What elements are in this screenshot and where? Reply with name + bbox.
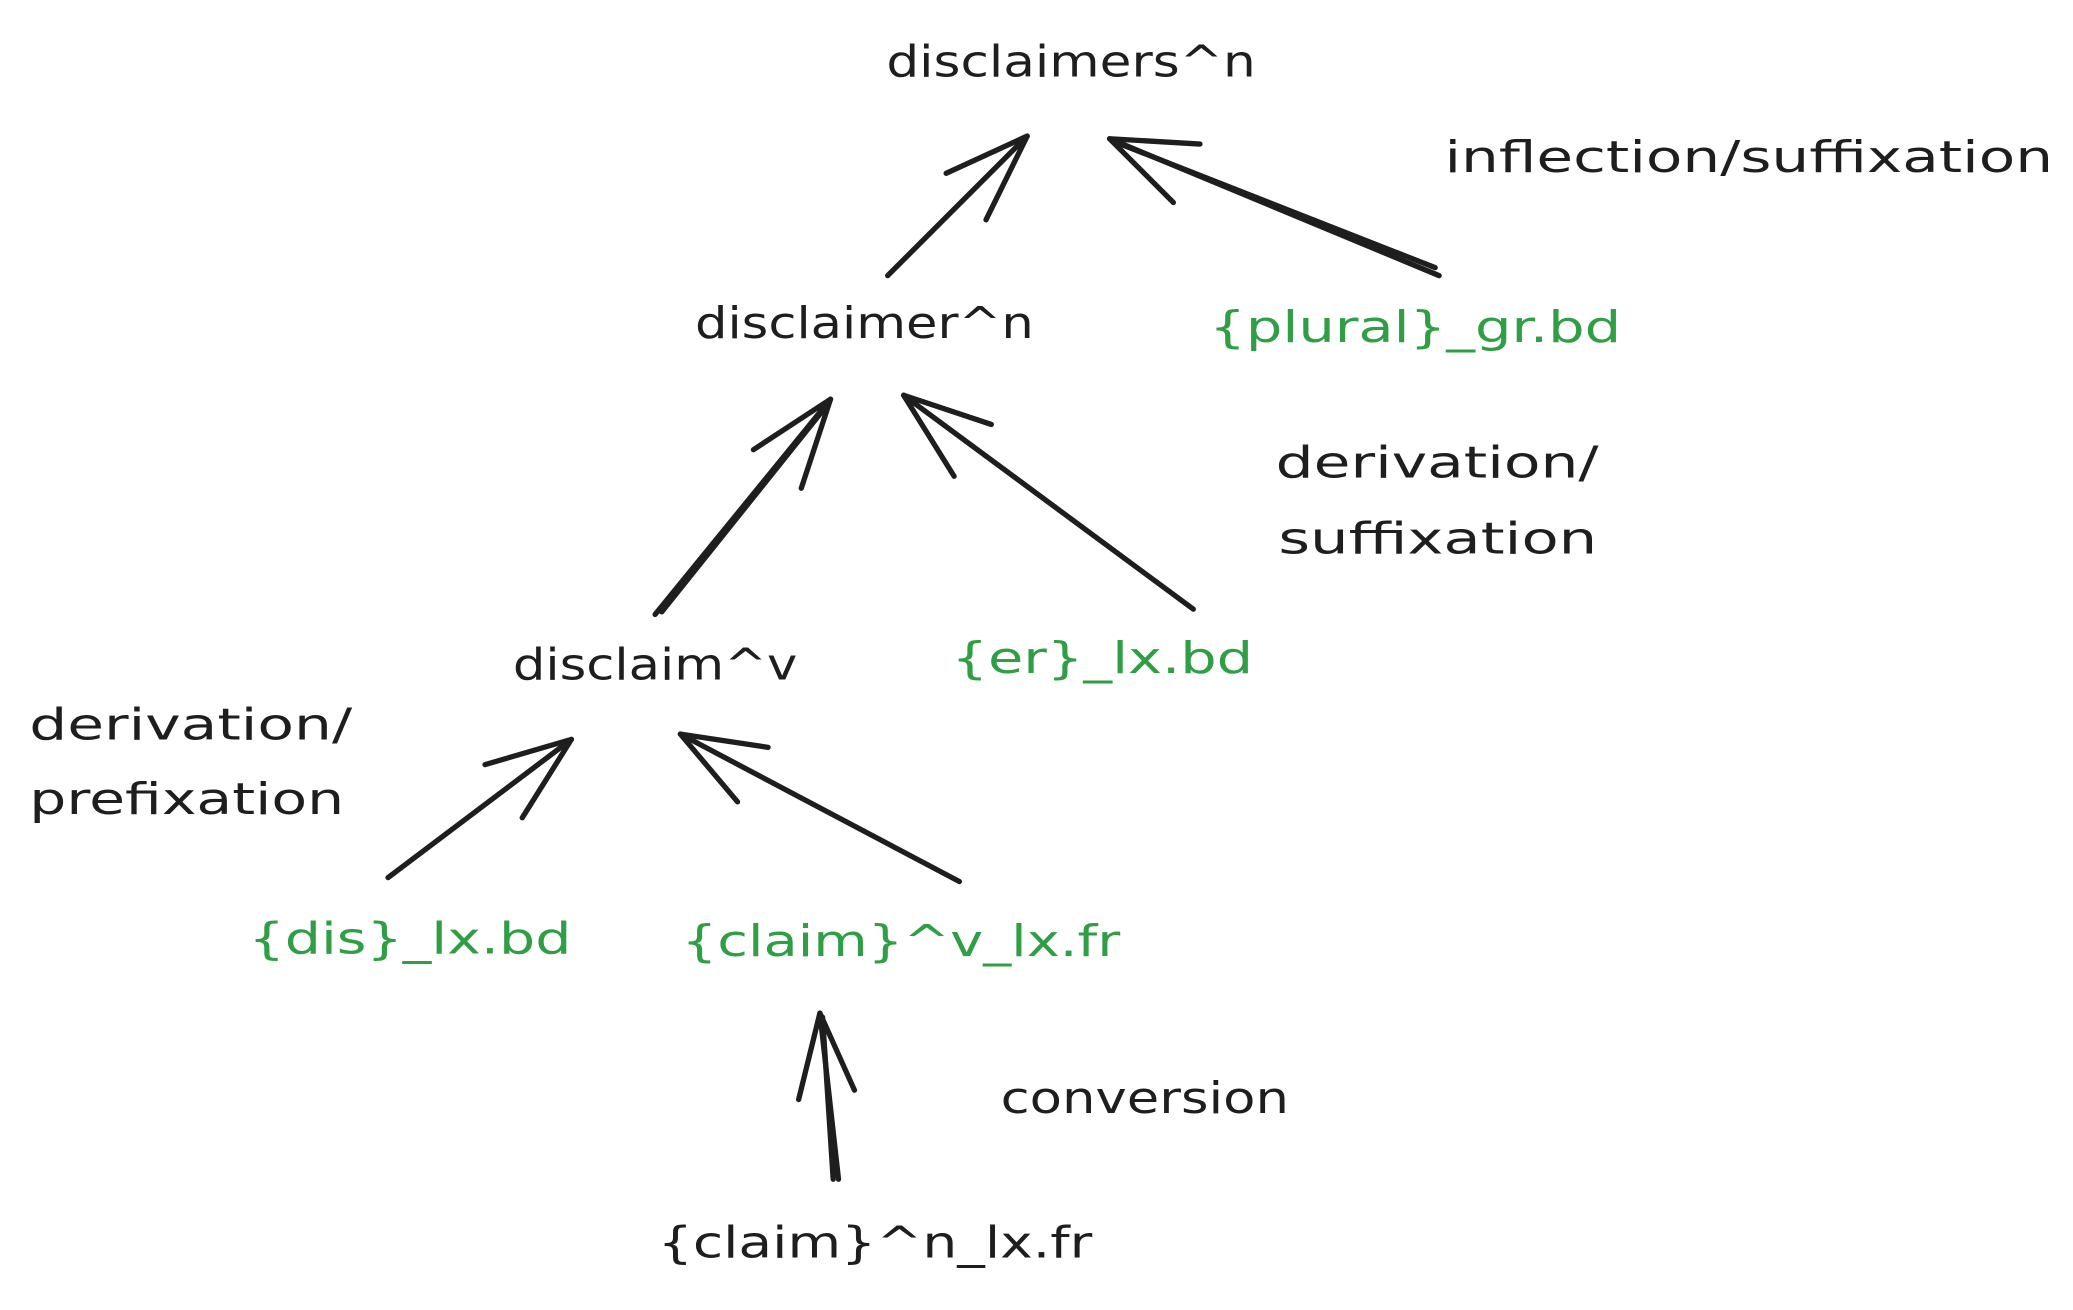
label-derivation-prefix-line2: prefixation [29,774,344,825]
label-conversion: conversion [1001,1073,1289,1124]
node-disclaimers-n: disclaimers^n [886,36,1255,87]
arrow-plural-to-disclaimers [1106,136,1442,279]
arrow-claim-n-to-claim-v [795,1010,858,1182]
arrow-claim-v-to-disclaim [677,731,963,885]
arrow-er-to-disclaimer [900,392,1196,612]
arrow-disclaimer-to-disclaimers [885,133,1030,279]
node-claim-v: {claim}^v_lx.fr [682,916,1122,967]
node-claim-n: {claim}^n_lx.fr [658,1218,1094,1269]
arrow-dis-to-disclaim [385,736,575,881]
node-disclaimer-n: disclaimer^n [695,298,1034,349]
node-plural: {plural}_gr.bd [1209,302,1621,353]
label-inflection-suffixation: inflection/suffixation [1444,132,2053,183]
label-derivation-suffix-line2: suffixation [1278,513,1597,564]
label-derivation-suffix-line1: derivation/ [1276,438,1599,489]
label-derivation-prefix-line1: derivation/ [29,699,352,750]
node-disclaim-v: disclaim^v [513,640,797,691]
arrow-disclaim-to-disclaimer [652,396,834,618]
node-dis: {dis}_lx.bd [248,913,571,964]
node-er: {er}_lx.bd [951,633,1253,684]
